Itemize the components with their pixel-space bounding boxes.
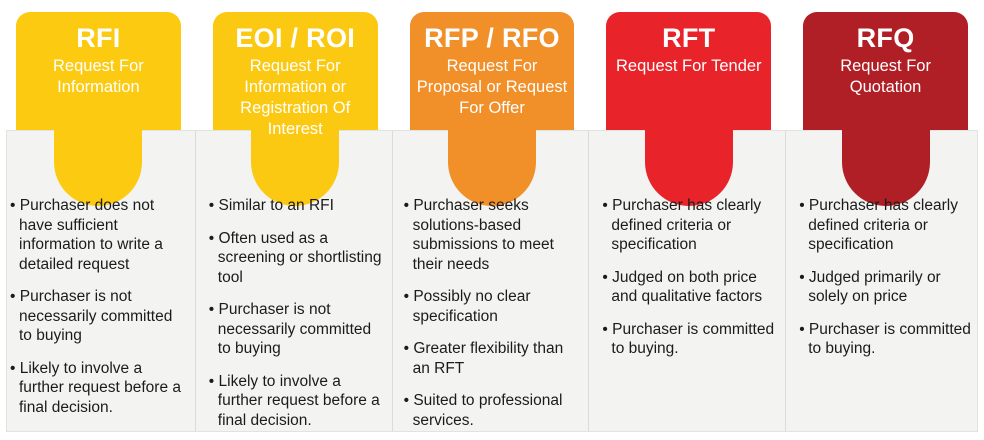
column-rfq: RFQ Request For Quotation • Purchaser ha…	[785, 0, 984, 440]
list-item: • Purchaser has clearly defined criteria…	[799, 197, 958, 253]
card-tab-rfq	[841, 118, 930, 206]
bullet-list-rft: • Purchaser has clearly defined criteria…	[602, 196, 775, 359]
card-code-eoi-roi: EOI / ROI	[235, 23, 356, 53]
list-item: • Purchaser is committed to buying.	[799, 320, 971, 358]
list-item: • Purchaser is not necessarily committed…	[10, 288, 173, 344]
column-eoi-roi: EOI / ROI Request For Information or Reg…	[194, 0, 394, 440]
bullet-list-rfq: • Purchaser has clearly defined criteria…	[799, 196, 974, 359]
column-rfp-rfo: RFP / RFO Request For Proposal or Reques…	[391, 0, 591, 440]
column-rft: RFT Request For Tender • Purchaser has c…	[588, 0, 787, 440]
card-name-rfp-rfo: Request For Proposal or Request For Offe…	[416, 57, 568, 117]
card-header-rfi[interactable]: RFI Request For Information	[16, 12, 181, 130]
card-code-rfq: RFQ	[856, 23, 915, 53]
card-header-rfq[interactable]: RFQ Request For Quotation	[803, 12, 968, 130]
list-item: • Possibly no clear specification	[403, 288, 531, 325]
card-code-rfi: RFI	[76, 23, 121, 53]
card-header-eoi-roi[interactable]: EOI / ROI Request For Information or Reg…	[212, 12, 378, 138]
card-tab-rfi	[54, 118, 143, 206]
list-item: • Judged primarily or solely on price	[799, 268, 941, 306]
list-item: • Purchaser is not necessarily committed…	[208, 301, 372, 357]
card-code-rft: RFT	[662, 23, 716, 53]
list-item: • Likely to involve a further request be…	[208, 372, 380, 429]
list-item: • Purchaser does not have sufficient inf…	[10, 197, 163, 273]
list-item: • Greater flexibility than an RFT	[403, 340, 564, 377]
list-item: • Purchaser has clearly defined criteria…	[602, 197, 762, 253]
card-header-rft[interactable]: RFT Request For Tender	[606, 12, 772, 130]
list-item: • Purchaser is committed to buying.	[602, 320, 775, 358]
bullet-list-rfp-rfo: • Purchaser seeks solutions-based submis…	[404, 196, 579, 430]
list-item: • Often used as a screening or shortlist…	[208, 229, 382, 286]
bullet-list-eoi-roi: • Similar to an RFI • Often used as a sc…	[209, 196, 382, 430]
list-item: • Judged on both price and qualitative f…	[602, 268, 763, 306]
card-tab-rft	[644, 118, 733, 206]
bullet-list-rfi: • Purchaser does not have sufficient inf…	[10, 196, 183, 417]
card-header-rfp-rfo[interactable]: RFP / RFO Request For Proposal or Reques…	[409, 12, 575, 130]
card-name-eoi-roi: Request For Information or Registration …	[240, 57, 351, 138]
list-item: • Suited to professional services.	[403, 392, 563, 429]
card-tab-rfp-rfo	[447, 118, 536, 206]
card-code-rfp-rfo: RFP / RFO	[424, 23, 560, 53]
card-name-rfi: Request For Information	[53, 57, 144, 96]
list-item: • Likely to involve a further request be…	[10, 359, 181, 416]
list-item: • Similar to an RFI	[208, 197, 334, 214]
card-name-rft: Request For Tender	[616, 57, 762, 75]
card-name-rfq: Request For Quotation	[840, 57, 931, 96]
column-rfi: RFI Request For Information • Purchaser …	[0, 0, 197, 440]
card-tab-eoi-roi	[251, 118, 340, 206]
list-item: • Purchaser seeks solutions-based submis…	[403, 197, 554, 273]
